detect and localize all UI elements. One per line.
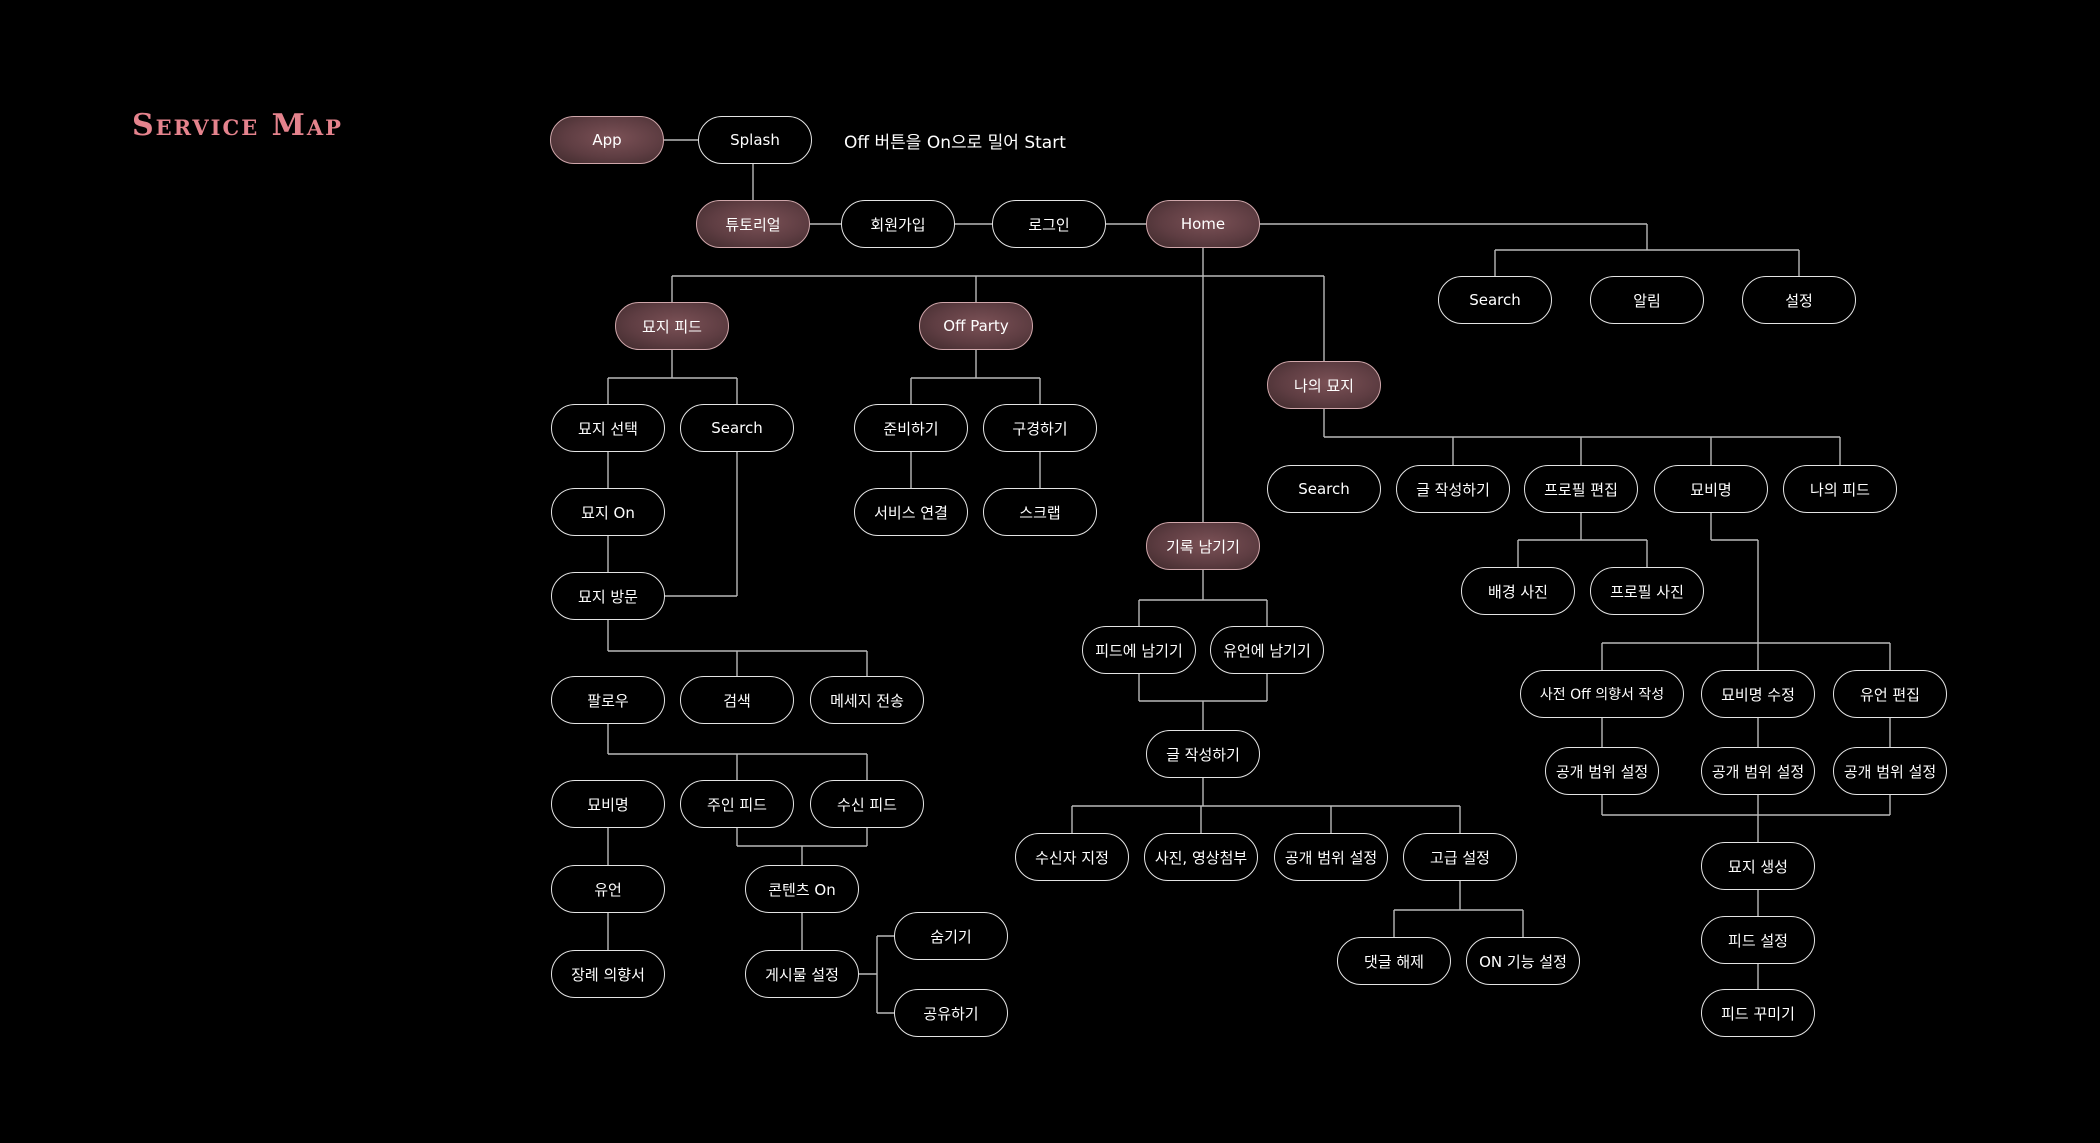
node-tutorial[interactable]: 튜토리얼	[696, 200, 810, 248]
node-splash[interactable]: Splash	[698, 116, 812, 164]
node-leave-record[interactable]: 기록 남기기	[1146, 522, 1260, 570]
node-grave-select[interactable]: 묘지 선택	[551, 404, 665, 452]
node-hide[interactable]: 숨기기	[894, 912, 1008, 960]
node-home[interactable]: Home	[1146, 200, 1260, 248]
node-leave-to-feed[interactable]: 피드에 남기기	[1082, 626, 1196, 674]
node-funeral-intent[interactable]: 장례 의향서	[551, 950, 665, 998]
node-my-write[interactable]: 글 작성하기	[1396, 465, 1510, 513]
node-scrap[interactable]: 스크랩	[983, 488, 1097, 536]
node-visibility-scope[interactable]: 공개 범위 설정	[1545, 747, 1659, 795]
node-pre-off-intent[interactable]: 사전 Off 의향서 작성	[1520, 670, 1684, 718]
splash-note: Off 버튼을 On으로 밀어 Start	[844, 133, 1066, 153]
node-owner-feed[interactable]: 주인 피드	[680, 780, 794, 828]
node-follow[interactable]: 팔로우	[551, 676, 665, 724]
node-content-on[interactable]: 콘텐츠 On	[745, 865, 859, 913]
node-comment-off[interactable]: 댓글 해제	[1337, 937, 1451, 985]
node-profile-photo[interactable]: 프로필 사진	[1590, 567, 1704, 615]
node-my-search[interactable]: Search	[1267, 465, 1381, 513]
node-grave-create[interactable]: 묘지 생성	[1701, 842, 1815, 890]
node-profile-edit[interactable]: 프로필 편집	[1524, 465, 1638, 513]
node-service-link[interactable]: 서비스 연결	[854, 488, 968, 536]
node-on-function[interactable]: ON 기능 설정	[1466, 937, 1580, 985]
node-login[interactable]: 로그인	[992, 200, 1106, 248]
node-background-photo[interactable]: 배경 사진	[1461, 567, 1575, 615]
node-visibility-scope[interactable]: 공개 범위 설정	[1833, 747, 1947, 795]
node-my-grave[interactable]: 나의 묘지	[1267, 361, 1381, 409]
page-title: Service Map	[132, 108, 343, 143]
node-settings[interactable]: 설정	[1742, 276, 1856, 324]
node-feed-search[interactable]: Search	[680, 404, 794, 452]
node-notification[interactable]: 알림	[1590, 276, 1704, 324]
node-grave-feed[interactable]: 묘지 피드	[615, 302, 729, 350]
node-browse[interactable]: 구경하기	[983, 404, 1097, 452]
node-home-search[interactable]: Search	[1438, 276, 1552, 324]
node-message[interactable]: 메세지 전송	[810, 676, 924, 724]
node-post-settings[interactable]: 게시물 설정	[745, 950, 859, 998]
node-grave-on[interactable]: 묘지 On	[551, 488, 665, 536]
node-signup[interactable]: 회원가입	[841, 200, 955, 248]
node-share[interactable]: 공유하기	[894, 989, 1008, 1037]
node-visibility-scope[interactable]: 공개 범위 설정	[1274, 833, 1388, 881]
node-feed-decorate[interactable]: 피드 꾸미기	[1701, 989, 1815, 1037]
node-leave-to-will[interactable]: 유언에 남기기	[1210, 626, 1324, 674]
node-find[interactable]: 검색	[680, 676, 794, 724]
node-my-feed[interactable]: 나의 피드	[1783, 465, 1897, 513]
node-visibility-scope[interactable]: 공개 범위 설정	[1701, 747, 1815, 795]
node-grave-visit[interactable]: 묘지 방문	[551, 572, 665, 620]
node-prepare[interactable]: 준비하기	[854, 404, 968, 452]
node-advanced-settings[interactable]: 고급 설정	[1403, 833, 1517, 881]
node-my-epitaph[interactable]: 묘비명	[1654, 465, 1768, 513]
node-epitaph[interactable]: 묘비명	[551, 780, 665, 828]
node-app[interactable]: App	[550, 116, 664, 164]
node-recipient[interactable]: 수신자 지정	[1015, 833, 1129, 881]
node-attach-media[interactable]: 사진, 영상첨부	[1144, 833, 1258, 881]
node-off-party[interactable]: Off Party	[919, 302, 1033, 350]
node-feed-setting[interactable]: 피드 설정	[1701, 916, 1815, 964]
node-write-post[interactable]: 글 작성하기	[1146, 730, 1260, 778]
node-will[interactable]: 유언	[551, 865, 665, 913]
node-will-edit[interactable]: 유언 편집	[1833, 670, 1947, 718]
node-recv-feed[interactable]: 수신 피드	[810, 780, 924, 828]
node-epitaph-edit[interactable]: 묘비명 수정	[1701, 670, 1815, 718]
